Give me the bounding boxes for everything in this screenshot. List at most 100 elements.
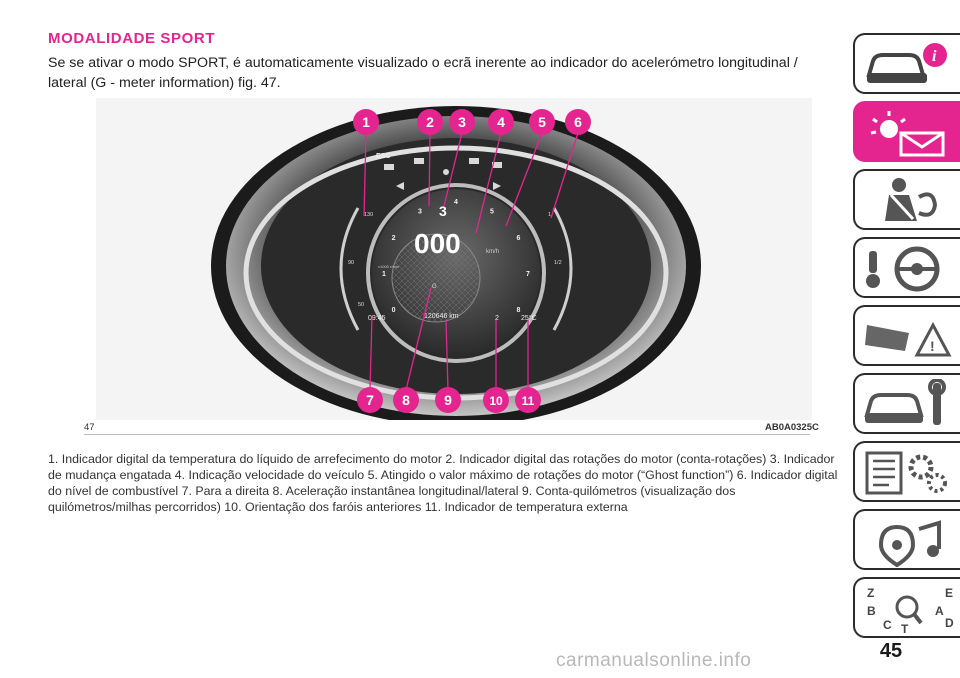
callout-11-bubble — [515, 387, 541, 413]
left-scale-bottom: 50 — [358, 302, 364, 308]
leader-line-2 — [428, 132, 431, 207]
tab-car-info[interactable]: i — [853, 33, 960, 94]
g-meter-ring — [391, 233, 481, 323]
outside-temperature-readout: 25°C — [521, 314, 537, 322]
page-number: 45 — [879, 640, 903, 662]
tab-warning-lights[interactable] — [853, 101, 960, 162]
callout-3-label: 3 — [458, 114, 466, 130]
tab-maintenance[interactable] — [853, 373, 960, 434]
callouts-top: 1 2 3 4 5 6 — [353, 109, 591, 135]
callout-10-label: 10 — [489, 394, 503, 408]
g-meter-grid — [392, 234, 480, 322]
left-scale-mid: 90 — [348, 260, 354, 266]
callout-10-bubble — [483, 387, 509, 413]
right-scale-mid: 1/2 — [554, 260, 562, 266]
multimedia-music-icon — [878, 520, 941, 567]
callout-9-bubble — [435, 387, 461, 413]
car-emergency-icon: ! — [865, 321, 952, 357]
leader-line-8 — [405, 287, 432, 391]
headlight-orientation-readout: 2 — [495, 315, 499, 322]
technical-data-gears-icon — [865, 451, 947, 495]
gear-indicator: 3 — [439, 203, 447, 219]
speed-readout: 000 — [414, 228, 461, 259]
figure-number: 47 — [84, 422, 95, 433]
leader-line-7 — [369, 315, 373, 391]
g-label: G — [432, 284, 437, 290]
callout-5-label: 5 — [538, 114, 546, 130]
rpm-tick-0: 0 — [392, 307, 396, 314]
tab-multimedia[interactable] — [853, 509, 960, 570]
callout-5-bubble — [529, 109, 555, 135]
callouts-bottom: 7 8 9 10 11 — [357, 387, 541, 413]
callout-2-label: 2 — [426, 114, 434, 130]
rpm-tick-1: 1 — [382, 271, 386, 278]
leader-line-5 — [505, 132, 543, 227]
callout-3-bubble — [449, 109, 475, 135]
safety-seatbelt-airbag-icon — [885, 178, 938, 221]
index-letter-z: Z — [867, 586, 874, 600]
callout-8-label: 8 — [402, 392, 410, 408]
warning-icon-b — [469, 158, 479, 164]
index-letter-t: T — [901, 622, 909, 635]
tab-safety[interactable] — [853, 169, 960, 230]
svg-text:i: i — [932, 48, 937, 65]
leader-line-4 — [475, 132, 502, 234]
central-dial-ring — [366, 183, 546, 363]
clock-readout: 09:45 — [368, 315, 386, 322]
rpm-tick-3: 3 — [418, 209, 422, 216]
esc-label: ESC — [376, 153, 390, 160]
rpm-tick-5: 5 — [490, 209, 494, 216]
section-title: MODALIDADE SPORT — [48, 30, 216, 47]
callout-11-label: 11 — [522, 394, 535, 408]
car-maintenance-wrench-icon — [864, 379, 946, 425]
rpm-tick-7: 7 — [526, 271, 530, 278]
warning-icon-d — [384, 164, 394, 170]
leader-line-3 — [443, 132, 463, 207]
callout-7-label: 7 — [366, 392, 374, 408]
instrument-cluster-figure: ESC 3 000 km/h G 120646 km 09:45 2 25°C … — [96, 98, 812, 420]
callout-1-label: 1 — [362, 114, 370, 130]
leader-line-6 — [550, 132, 579, 219]
index-letter-d: D — [945, 616, 954, 630]
left-scale-top: 130 — [364, 212, 373, 218]
callout-9-label: 9 — [444, 392, 452, 408]
callout-8-bubble — [393, 387, 419, 413]
rpm-tick-4: 4 — [454, 199, 458, 206]
figure-caption: 1. Indicador digital da temperatura do l… — [48, 452, 838, 514]
callout-2-bubble — [417, 109, 443, 135]
turn-right-arrow-icon — [493, 182, 501, 190]
intro-paragraph: Se se ativar o modo SPORT, é automaticam… — [48, 55, 798, 91]
right-scale-top: 1 — [548, 212, 551, 218]
callout-7-bubble — [357, 387, 383, 413]
turn-left-arrow-icon — [396, 182, 404, 190]
rpm-unit: x1000 r/min — [378, 264, 399, 269]
steering-wheel-ignition-icon — [866, 246, 940, 292]
rpm-tick-2: 2 — [392, 235, 396, 242]
rpm-tick-6: 6 — [516, 235, 520, 242]
right-fuel-arc — [552, 207, 573, 331]
figure-divider — [84, 434, 810, 435]
warning-icon-a — [414, 158, 424, 164]
warning-icon-c — [492, 162, 502, 168]
tab-technical-data[interactable] — [853, 441, 960, 502]
rpm-tick-8: 8 — [516, 307, 520, 314]
warning-light-message-icon — [870, 111, 945, 157]
tab-starting-driving[interactable] — [853, 237, 960, 298]
leader-line-1 — [363, 132, 367, 217]
callout-4-bubble — [488, 109, 514, 135]
callout-6-bubble — [565, 109, 591, 135]
speed-unit: km/h — [486, 249, 499, 255]
index-letter-b: B — [867, 604, 876, 618]
tab-emergency[interactable]: ! — [853, 305, 960, 366]
warning-icons-strip — [384, 158, 502, 190]
svg-text:!: ! — [930, 338, 935, 354]
callout-6-label: 6 — [574, 114, 582, 130]
leader-line-9 — [445, 319, 449, 391]
callout-4-label: 4 — [497, 114, 505, 130]
index-letter-a: A — [935, 604, 944, 618]
figure-code: AB0A0325C — [765, 422, 819, 433]
index-letter-c: C — [883, 618, 892, 632]
